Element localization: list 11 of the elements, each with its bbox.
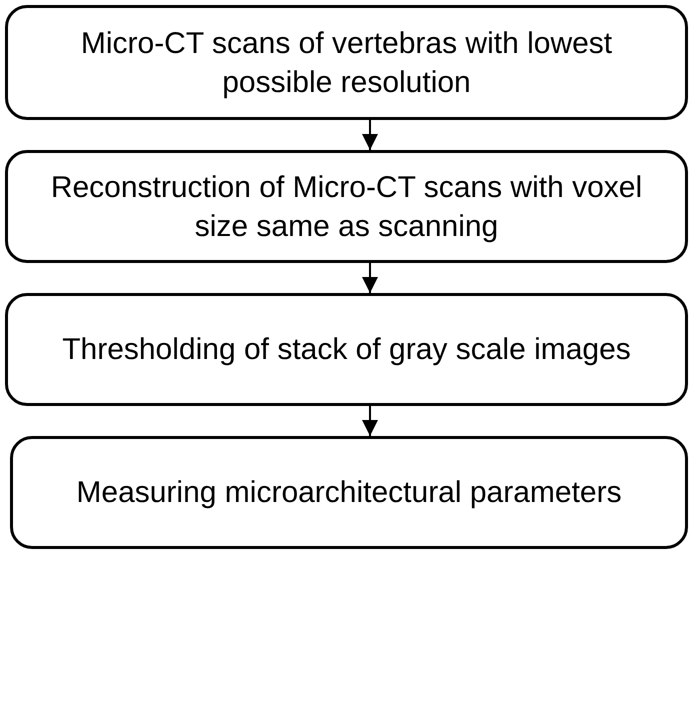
step-text: Micro-CT scans of vertebras with lowest possible resolution — [80, 26, 614, 100]
process-box — [5, 293, 688, 406]
step-text: Reconstruction of Micro-CT scans with voxel size same as scanning — [50, 170, 644, 244]
arrow — [362, 406, 378, 436]
arrow — [362, 263, 378, 293]
process-box — [5, 5, 688, 120]
arrow — [362, 120, 378, 150]
process-box — [5, 150, 688, 263]
process-box — [10, 436, 688, 549]
step-text: Measuring microarchitectural parameters — [76, 475, 622, 511]
step-text: Thresholding of stack of gray scale images — [62, 332, 631, 368]
